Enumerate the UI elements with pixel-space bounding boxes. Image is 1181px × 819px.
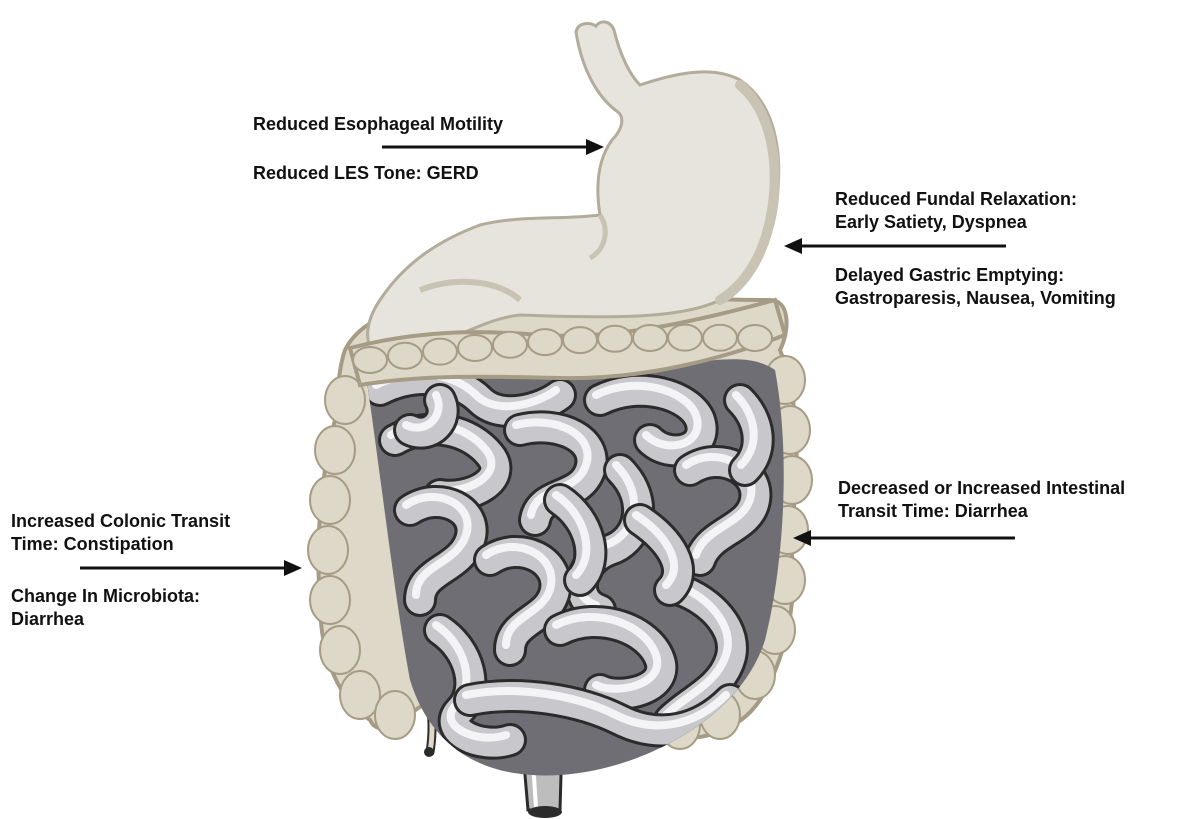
label-colonic-transit: Increased Colonic Transit Time: Constipa…: [11, 510, 230, 556]
arrow-icon: [793, 527, 1015, 549]
colon-haustrum: [493, 332, 527, 358]
label-intestinal-transit-line1: Decreased or Increased Intestinal: [838, 477, 1125, 500]
colon-haustrum: [633, 325, 667, 351]
label-microbiota: Change In Microbiota: Diarrhea: [11, 585, 200, 631]
arrow-icon: [80, 557, 302, 579]
colon-haustrum: [458, 335, 492, 361]
colon-haustrum: [528, 329, 562, 355]
arrow-icon: [784, 235, 1006, 257]
label-fundal-relaxation: Reduced Fundal Relaxation: Early Satiety…: [835, 188, 1077, 234]
colon-haustrum: [315, 426, 355, 474]
label-gastric-emptying: Delayed Gastric Emptying: Gastroparesis,…: [835, 264, 1116, 310]
label-esophageal-motility: Reduced Esophageal Motility: [253, 113, 503, 136]
label-microbiota-line2: Diarrhea: [11, 608, 200, 631]
colon-haustrum: [340, 671, 380, 719]
label-fundal-relaxation-line2: Early Satiety, Dyspnea: [835, 211, 1077, 234]
label-fundal-relaxation-line1: Reduced Fundal Relaxation:: [835, 188, 1077, 211]
colon-haustrum: [320, 626, 360, 674]
label-gastric-emptying-line1: Delayed Gastric Emptying:: [835, 264, 1116, 287]
colon-haustrum: [598, 326, 632, 352]
label-colonic-transit-line1: Increased Colonic Transit: [11, 510, 230, 533]
colon-haustrum: [308, 526, 348, 574]
label-les-tone: Reduced LES Tone: GERD: [253, 162, 479, 185]
colon-haustrum: [703, 325, 737, 351]
label-intestinal-transit: Decreased or Increased Intestinal Transi…: [838, 477, 1125, 523]
arrow-icon: [382, 136, 604, 158]
label-microbiota-line1: Change In Microbiota:: [11, 585, 200, 608]
colon-haustrum: [388, 343, 422, 369]
colon-haustrum: [668, 325, 702, 351]
label-gastric-emptying-line2: Gastroparesis, Nausea, Vomiting: [835, 287, 1116, 310]
label-intestinal-transit-line2: Transit Time: Diarrhea: [838, 500, 1125, 523]
colon-haustrum: [353, 347, 387, 373]
colon-haustrum: [310, 576, 350, 624]
colon-haustrum: [423, 339, 457, 365]
colon-haustrum: [563, 327, 597, 353]
label-colonic-transit-line2: Time: Constipation: [11, 533, 230, 556]
colon-haustrum: [375, 691, 415, 739]
colon-haustrum: [738, 325, 772, 351]
colon-haustrum: [310, 476, 350, 524]
